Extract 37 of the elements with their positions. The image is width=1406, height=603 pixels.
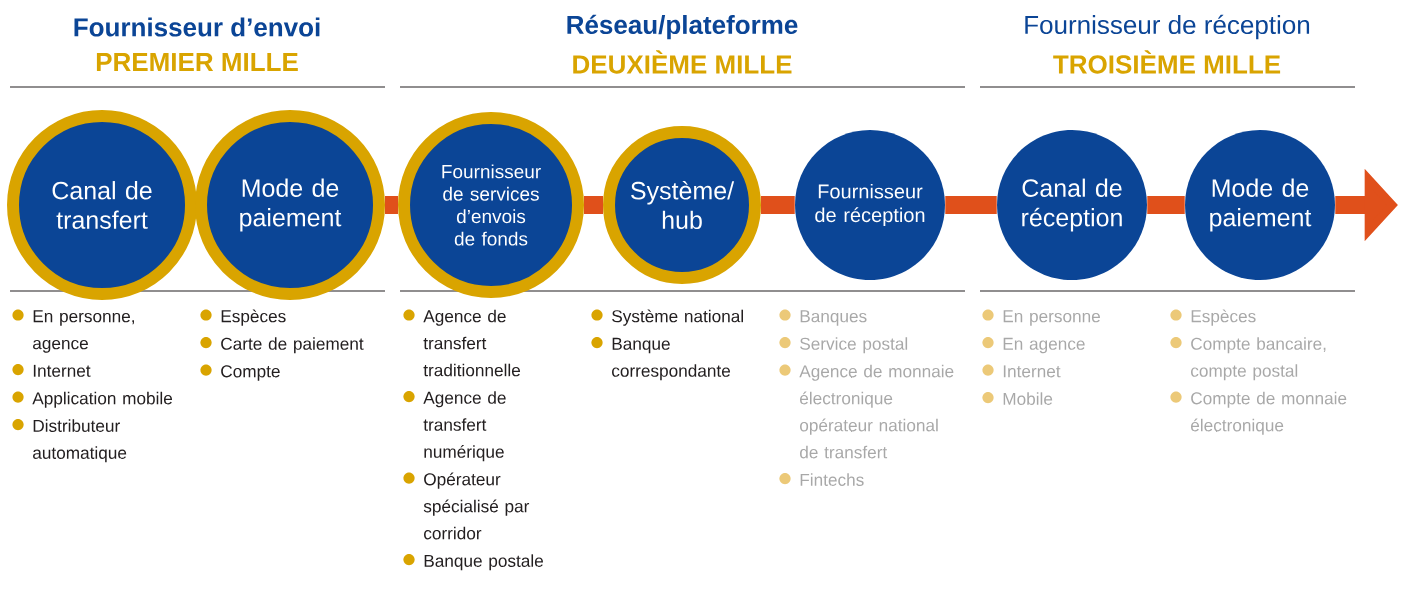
bullet-item: Agence de monnaie électronique opérateur national de transfert: [779, 364, 954, 459]
bullet-item: Banque postale: [403, 554, 543, 571]
circle-node: Canal de réception: [997, 130, 1147, 280]
heading: DEUXIÈME MILLE: [573, 50, 792, 74]
circle-node: Système/ hub: [603, 126, 761, 284]
circle-node: Mode de paiement: [1185, 130, 1335, 280]
bullet-item: Agence de transfert numérique: [403, 390, 506, 462]
bullet-item: En agence: [982, 336, 1085, 354]
bullet-item: Compte de monnaie électronique: [1170, 391, 1347, 435]
bullet-item: Internet: [982, 364, 1061, 378]
bullet-item: Mobile: [982, 392, 1053, 405]
bullet-item: Compte: [200, 364, 280, 381]
heading: Fournisseur d’envoi: [74, 17, 320, 37]
bullet-item: Espèces: [1170, 309, 1256, 326]
bullet-item: Agence de transfert traditionnelle: [403, 309, 520, 377]
bullet-item: Espèces: [200, 309, 286, 326]
bullet-item: Système national: [591, 309, 743, 326]
bullet-item: Banque correspondante: [591, 336, 730, 381]
bullet-item: Distributeur automatique: [12, 419, 127, 463]
bullet-item: En personne: [982, 309, 1100, 326]
bullet-item: En personne, agence: [12, 309, 134, 353]
heading: PREMIER MILLE: [96, 53, 298, 71]
bullet-item: Internet: [12, 363, 91, 377]
bullet-item: Carte de paiement: [200, 336, 364, 354]
heading: TROISIÈME MILLE: [1053, 50, 1281, 74]
heading: Fournisseur de réception: [1025, 14, 1310, 40]
circle-node: Fournisseur de réception: [795, 130, 945, 280]
bullet-item: Banques: [779, 309, 867, 326]
circle-node: Canal de transfert: [7, 110, 197, 300]
bullet-item: Opérateur spécialisé par corridor: [403, 472, 530, 540]
bullet-item: Fintechs: [779, 473, 864, 486]
heading: Réseau/plateforme: [567, 14, 798, 40]
bullet-item: Compte bancaire, compte postal: [1170, 336, 1326, 381]
bullet-item: Application mobile: [12, 391, 173, 408]
circle-node: Mode de paiement: [195, 110, 385, 300]
circle-node: Fournisseur de services d’envois de fonds: [398, 112, 584, 298]
bullet-item: Service postal: [779, 336, 908, 354]
